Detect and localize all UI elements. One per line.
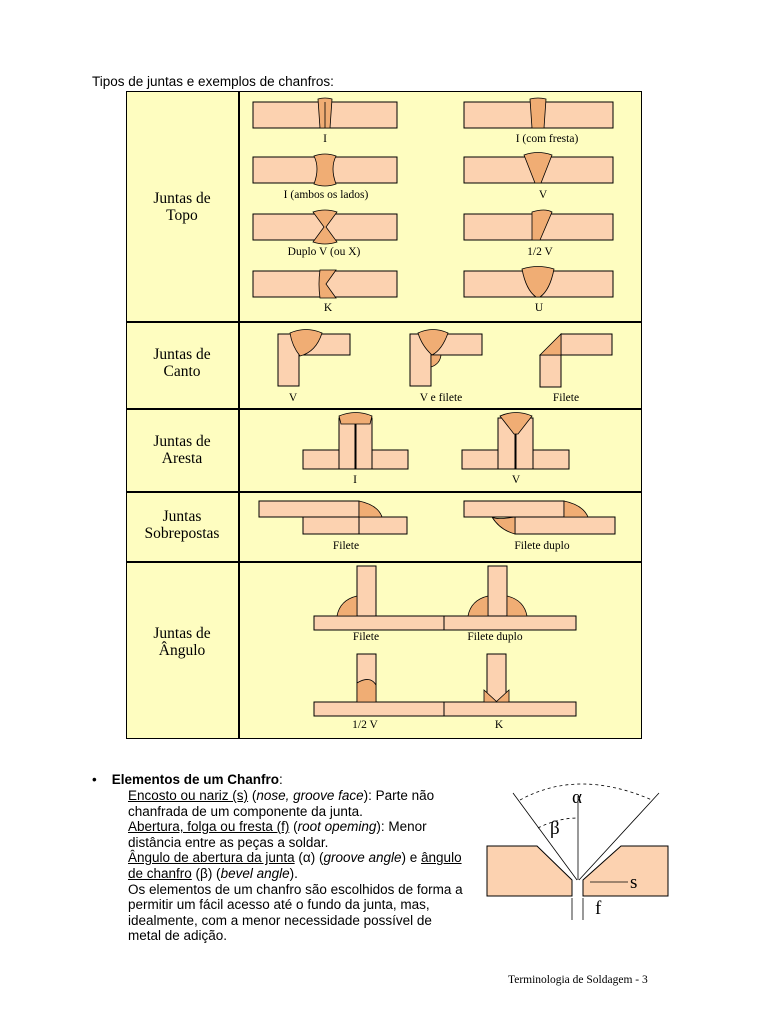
label-topo-i-fresta: I (com fresta) — [515, 133, 579, 145]
row-divider — [126, 321, 642, 323]
joint-angulo-k — [443, 653, 577, 717]
label-angulo-meio-v: 1/2 V — [352, 719, 378, 731]
elements-description: Encosto ou nariz (s) (nose, groove face)… — [128, 788, 463, 944]
joint-canto-v-filete — [409, 329, 483, 387]
bullet-icon: • — [92, 772, 97, 787]
label-sobreposta-filete-duplo: Filete duplo — [514, 540, 570, 552]
beta-symbol: β — [550, 818, 560, 839]
row-divider — [126, 408, 642, 410]
joint-angulo-filete — [313, 565, 447, 631]
label-topo-meio-v: 1/2 V — [527, 246, 553, 258]
gap-symbol: f — [595, 898, 602, 919]
table-column-divider — [238, 91, 240, 739]
elements-heading: • Elementos de um Chanfro: — [92, 772, 283, 787]
joint-angulo-filete-duplo — [443, 565, 577, 631]
intro-text: Tipos de juntas e exemplos de chanfros: — [92, 74, 334, 89]
label-topo-i-ambos: I (ambos os lados) — [283, 189, 369, 201]
joint-topo-duplo-v — [252, 209, 398, 245]
joint-sobreposta-filete — [258, 500, 408, 535]
label-topo-v: V — [538, 189, 548, 201]
label-angulo-filete-duplo: Filete duplo — [467, 631, 523, 643]
label-topo-k: K — [323, 302, 333, 314]
alpha-symbol: α — [572, 787, 582, 808]
label-topo-u: U — [534, 302, 544, 314]
label-angulo-k: K — [494, 719, 504, 731]
label-canto-v-filete: V e filete — [419, 392, 463, 404]
label-aresta-i: I — [353, 474, 357, 486]
row-divider — [126, 561, 642, 563]
label-sobreposta-filete: Filete — [332, 540, 360, 552]
label-aresta-v: V — [511, 474, 521, 486]
label-canto-filete: Filete — [552, 392, 580, 404]
joint-types-table — [126, 91, 642, 739]
label-angulo-filete: Filete — [352, 631, 380, 643]
groove-elements-diagram — [486, 783, 669, 920]
joint-topo-meio-v — [463, 209, 614, 241]
joint-angulo-meio-v — [313, 653, 447, 717]
joint-aresta-i — [302, 412, 409, 470]
joint-topo-u — [463, 266, 614, 298]
joint-canto-filete — [539, 333, 613, 388]
label-topo-duplo-v: Duplo V (ou X) — [287, 246, 361, 258]
joint-topo-i — [252, 97, 398, 129]
joint-topo-k — [252, 269, 398, 299]
label-topo-i: I — [323, 133, 327, 145]
joint-aresta-v — [461, 412, 570, 470]
row-divider — [126, 491, 642, 493]
joint-topo-i-ambos — [252, 153, 398, 187]
page-footer: Terminologia de Soldagem - 3 — [508, 974, 648, 986]
joint-sobreposta-filete-duplo — [463, 500, 616, 535]
joint-canto-v — [277, 329, 351, 387]
nose-symbol: s — [630, 872, 638, 893]
joint-topo-i-fresta — [463, 97, 614, 129]
joint-topo-v — [463, 152, 614, 184]
label-canto-v: V — [288, 392, 298, 404]
